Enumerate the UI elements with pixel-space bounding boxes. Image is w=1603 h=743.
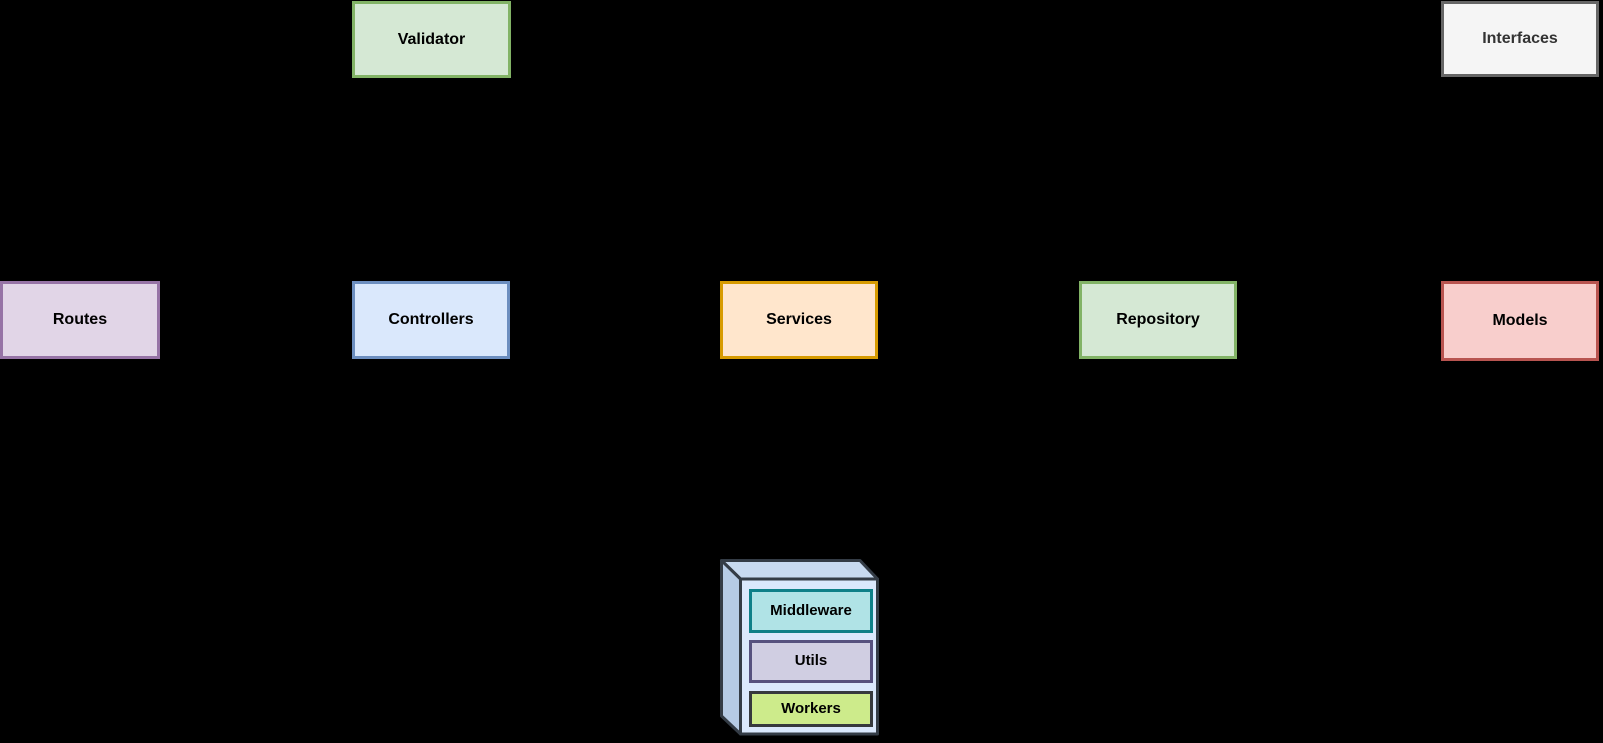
node-routes[interactable]: Routes <box>0 281 160 359</box>
node-validator-label: Validator <box>397 30 466 48</box>
cube-left-face <box>720 559 742 736</box>
node-routes-label: Routes <box>52 311 108 329</box>
node-interfaces-label: Interfaces <box>1482 30 1558 48</box>
node-interfaces[interactable]: Interfaces <box>1441 1 1599 77</box>
node-validator[interactable]: Validator <box>352 1 511 78</box>
node-utils[interactable]: Utils <box>749 640 873 683</box>
node-repository[interactable]: Repository <box>1079 281 1237 359</box>
node-middleware-label: Middleware <box>770 601 852 619</box>
node-repository-label: Repository <box>1116 311 1200 329</box>
node-controllers[interactable]: Controllers <box>352 281 510 359</box>
node-utils-label: Utils <box>794 652 828 670</box>
node-workers-label: Workers <box>781 699 841 717</box>
node-models-label: Models <box>1492 312 1548 330</box>
node-controllers-label: Controllers <box>388 311 474 329</box>
node-services[interactable]: Services <box>720 281 878 359</box>
node-middleware[interactable]: Middleware <box>749 589 873 633</box>
node-services-label: Services <box>766 311 832 329</box>
cube-top-face <box>720 559 879 581</box>
node-workers[interactable]: Workers <box>749 691 873 727</box>
node-models[interactable]: Models <box>1441 281 1599 361</box>
